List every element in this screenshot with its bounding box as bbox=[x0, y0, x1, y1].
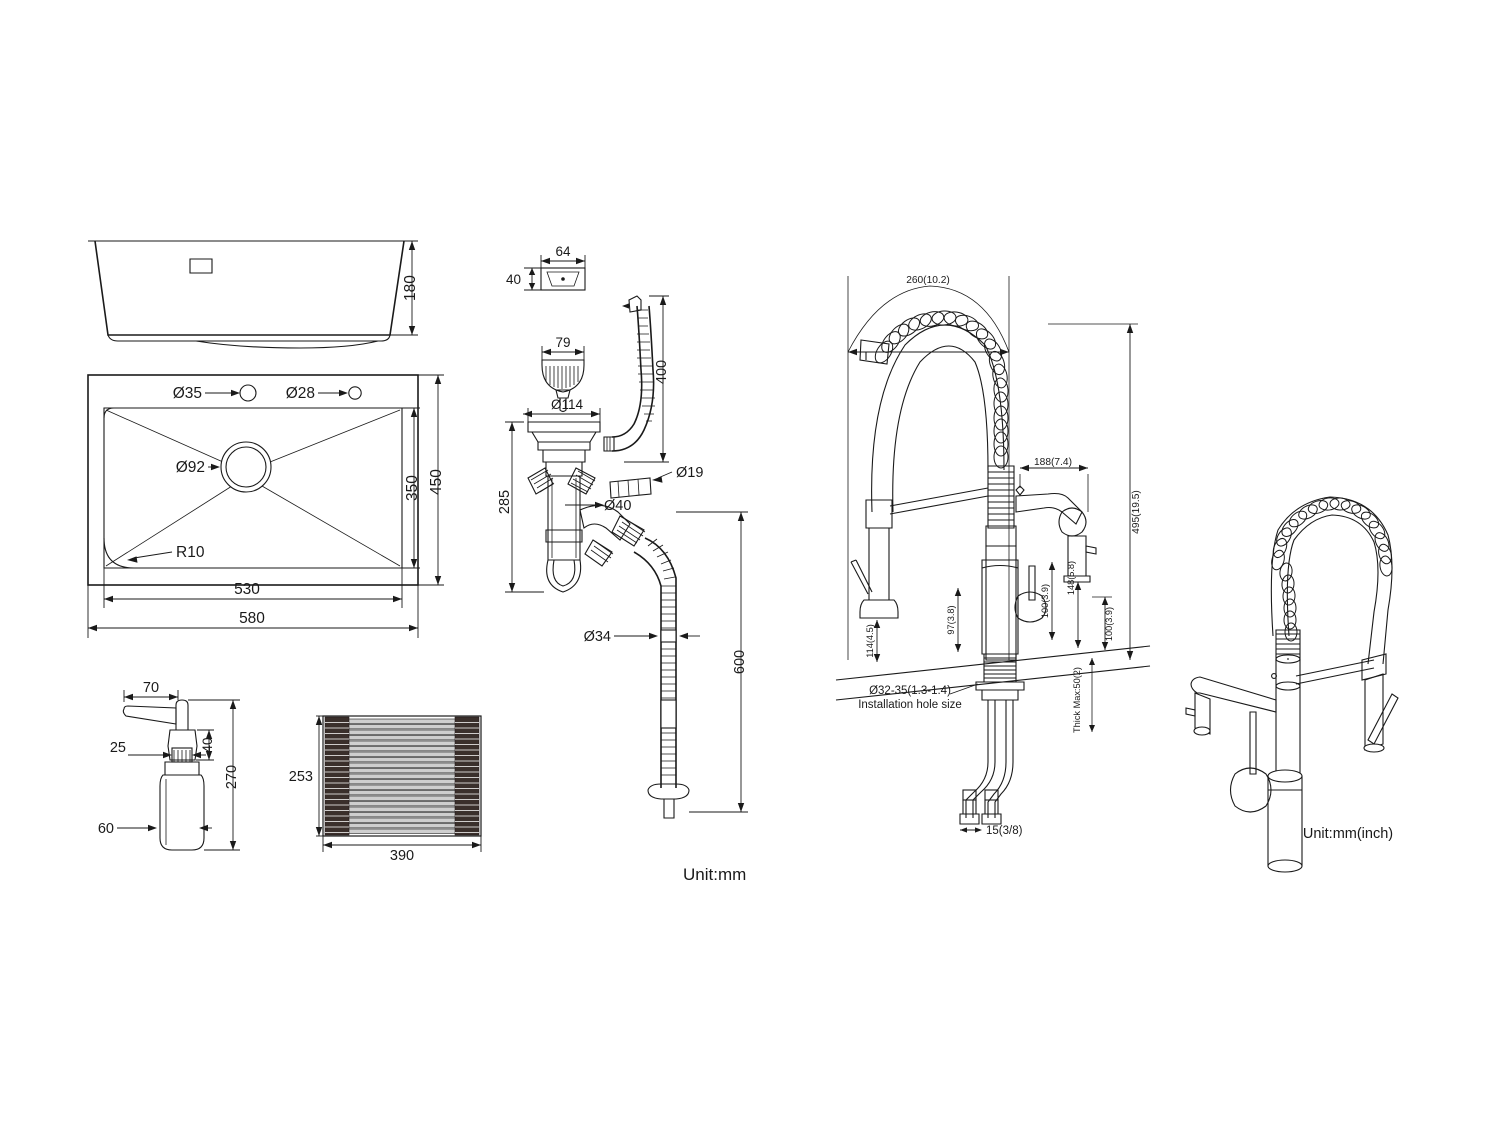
drain-body-assembly: Ø114 400 285 Ø19 Ø40 bbox=[497, 295, 703, 593]
waste-hose-dia-label: Ø34 bbox=[584, 629, 611, 645]
corner-radius-label: R10 bbox=[176, 544, 205, 561]
sink-side-view: 180 bbox=[88, 240, 419, 349]
faucet-elevation-view: 260(10.2) bbox=[835, 275, 1151, 837]
dispenser-bottle-label: 60 bbox=[98, 821, 114, 837]
faucet-total-height-label: 495(19.5) bbox=[1131, 490, 1142, 534]
install-hole-size-label: Ø32-35(1.3-1.4) bbox=[869, 685, 951, 697]
unit-note-right: Unit:mm(inch) bbox=[1303, 826, 1393, 842]
spout-reach-label: 188(7.4) bbox=[1034, 457, 1072, 468]
sprayer-clearance-label: 114(4.5) bbox=[865, 624, 875, 658]
dispenser-height-label: 270 bbox=[224, 765, 240, 789]
faucet-body-height-label: 97(3.8) bbox=[946, 605, 956, 634]
waste-hose-length-label: 600 bbox=[732, 650, 748, 674]
faucet-isometric-view: Unit:mm(inch) bbox=[1185, 496, 1399, 873]
supply-size-label: 15(3/8) bbox=[986, 825, 1023, 837]
connector-19-label: Ø19 bbox=[676, 465, 703, 481]
dispenser-neck-label: 40 bbox=[200, 737, 215, 752]
sink-outer-width-label: 580 bbox=[239, 610, 265, 627]
sink-inner-height-label: 350 bbox=[404, 475, 421, 501]
dispenser-thread-label: 25 bbox=[110, 740, 126, 756]
strainer-basket-detail: 79 bbox=[541, 335, 585, 413]
overflow-plate-detail: 64 40 bbox=[506, 244, 586, 291]
rack-width-label: 390 bbox=[390, 848, 414, 864]
drying-rack-view: 253 390 bbox=[289, 715, 482, 864]
counter-thickness-label: Thick Max:50(2) bbox=[1072, 667, 1082, 733]
unit-note-middle: Unit:mm bbox=[683, 865, 746, 884]
hole-28-label: Ø28 bbox=[286, 385, 315, 402]
drain-body-height-label: 285 bbox=[497, 490, 513, 514]
drain-92-label: Ø92 bbox=[176, 459, 205, 476]
flange-dia-label: Ø114 bbox=[551, 397, 584, 412]
hole-35-label: Ø35 bbox=[173, 385, 202, 402]
sink-outer-height-label: 450 bbox=[428, 469, 445, 495]
waste-hose-detail: Ø34 600 bbox=[584, 511, 748, 819]
rack-rods bbox=[327, 718, 477, 834]
sink-depth-label: 180 bbox=[402, 275, 419, 301]
overflow-height-label: 40 bbox=[506, 272, 521, 287]
rack-height-label: 253 bbox=[289, 769, 313, 785]
faucet-handle-height-label: 100(3.9) bbox=[1040, 584, 1050, 618]
overflow-hose-label: 400 bbox=[654, 360, 670, 384]
basket-width-label: 79 bbox=[555, 335, 570, 350]
sink-top-view: Ø35 Ø28 Ø92 R10 530 580 350 bbox=[87, 374, 445, 638]
spring-span-label: 260(10.2) bbox=[906, 275, 950, 286]
dispenser-spout-label: 70 bbox=[143, 680, 159, 696]
outlet-40-label: Ø40 bbox=[604, 498, 631, 514]
faucet-spout-height-label: 148(5.8) bbox=[1066, 561, 1076, 595]
sink-inner-width-label: 530 bbox=[234, 581, 260, 598]
install-hole-note: Installation hole size bbox=[858, 699, 962, 711]
overflow-width-label: 64 bbox=[555, 244, 571, 259]
soap-dispenser-view: 70 25 40 270 60 bbox=[98, 680, 240, 851]
faucet-spout-clearance-label: 100(3.9) bbox=[1104, 607, 1114, 641]
